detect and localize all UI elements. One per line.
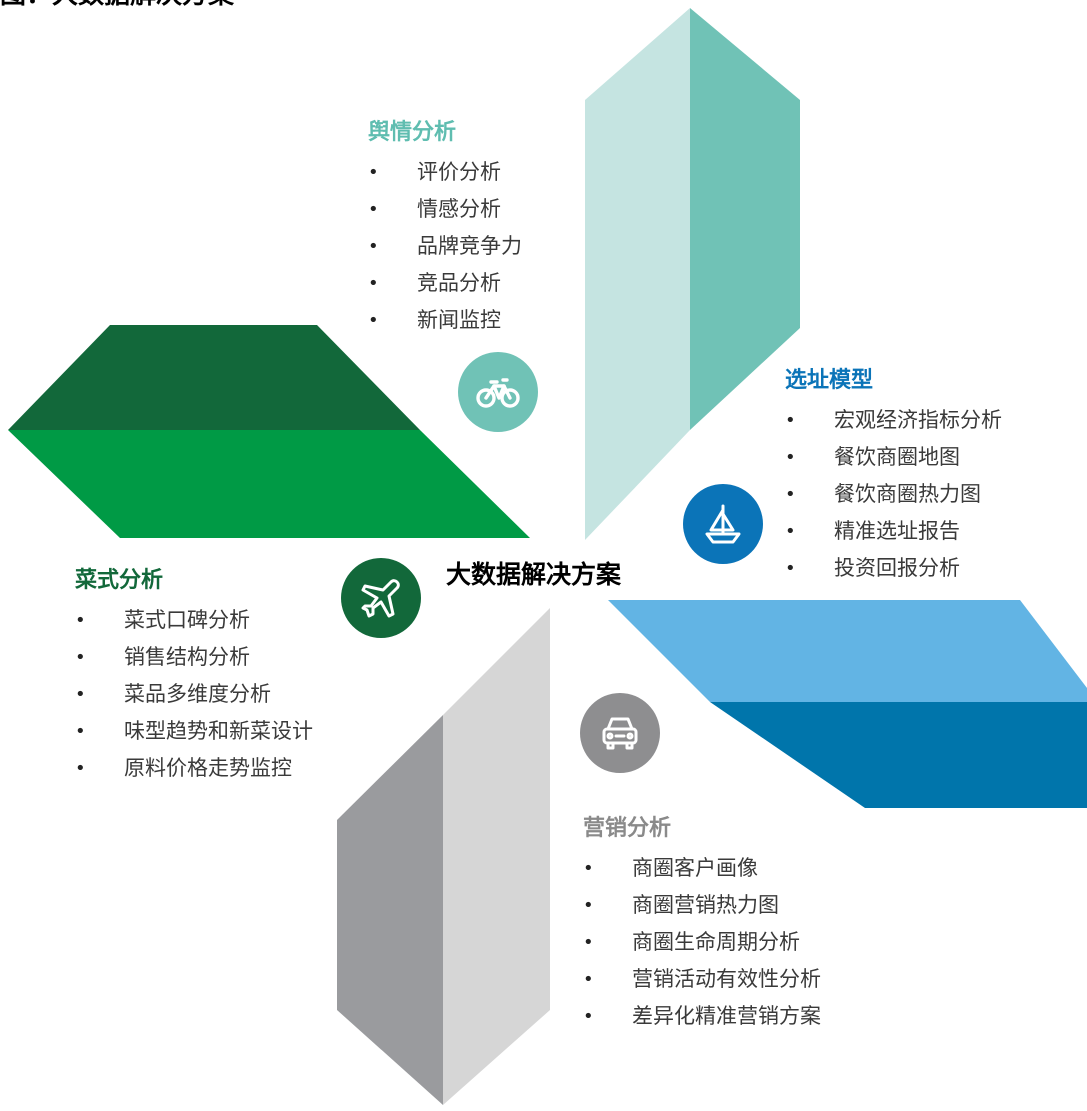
airplane-icon — [361, 579, 400, 618]
sentiment-list: 评价分析 情感分析 品牌竞争力 竞品分析 新闻监控 — [368, 154, 522, 339]
list-item: 商圈营销热力图 — [583, 887, 821, 924]
sentiment-title: 舆情分析 — [368, 120, 457, 145]
sentiment-group: 舆情分析 评价分析 情感分析 品牌竞争力 竞品分析 新闻监控 — [368, 118, 522, 339]
site-blade-dark — [710, 702, 1087, 808]
page-title: 图：大数据解决方案 — [0, 0, 360, 8]
list-item: 精准选址报告 — [785, 513, 1002, 550]
list-item: 品牌竞争力 — [368, 228, 522, 265]
site-icon-badge — [683, 484, 763, 564]
list-item: 情感分析 — [368, 191, 522, 228]
sentiment-icon-badge — [458, 352, 538, 432]
dish-group: 菜式分析 菜式口碑分析 销售结构分析 菜品多维度分析 味型趋势和新菜设计 原料价… — [75, 566, 313, 787]
site-list: 宏观经济指标分析 餐饮商圈地图 餐饮商圈热力图 精准选址报告 投资回报分析 — [785, 402, 1002, 587]
list-item: 评价分析 — [368, 154, 522, 191]
site-group: 选址模型 宏观经济指标分析 餐饮商圈地图 餐饮商圈热力图 精准选址报告 投资回报… — [785, 366, 1002, 587]
list-item: 营销活动有效性分析 — [583, 961, 821, 998]
marketing-blade-light — [443, 608, 550, 1105]
list-item: 宏观经济指标分析 — [785, 402, 1002, 439]
list-item: 销售结构分析 — [75, 639, 313, 676]
list-item: 竞品分析 — [368, 265, 522, 302]
list-item: 菜式口碑分析 — [75, 602, 313, 639]
list-item: 菜品多维度分析 — [75, 676, 313, 713]
sailboat-icon — [705, 504, 741, 544]
dish-list: 菜式口碑分析 销售结构分析 菜品多维度分析 味型趋势和新菜设计 原料价格走势监控 — [75, 602, 313, 787]
list-item: 原料价格走势监控 — [75, 750, 313, 787]
dish-blade-dark — [8, 325, 420, 430]
marketing-title: 营销分析 — [583, 816, 672, 841]
list-item: 商圈生命周期分析 — [583, 924, 821, 961]
marketing-group: 营销分析 商圈客户画像 商圈营销热力图 商圈生命周期分析 营销活动有效性分析 差… — [583, 814, 821, 1035]
bicycle-icon — [476, 378, 520, 408]
marketing-blade-dark — [337, 715, 443, 1105]
car-icon — [602, 717, 638, 750]
dish-title: 菜式分析 — [75, 568, 164, 593]
center-title: 大数据解决方案 — [446, 560, 622, 589]
page-title-clip: 图：大数据解决方案 — [0, 0, 360, 10]
list-item: 新闻监控 — [368, 302, 522, 339]
list-item: 商圈客户画像 — [583, 850, 821, 887]
dish-icon-badge — [341, 558, 421, 638]
list-item: 投资回报分析 — [785, 550, 1002, 587]
dish-blade-light — [8, 430, 530, 538]
marketing-list: 商圈客户画像 商圈营销热力图 商圈生命周期分析 营销活动有效性分析 差异化精准营… — [583, 850, 821, 1035]
list-item: 差异化精准营销方案 — [583, 998, 821, 1035]
marketing-icon-badge — [580, 693, 660, 773]
list-item: 餐饮商圈热力图 — [785, 476, 1002, 513]
sentiment-blade-light — [585, 8, 690, 540]
list-item: 味型趋势和新菜设计 — [75, 713, 313, 750]
site-title: 选址模型 — [785, 368, 874, 393]
sentiment-blade-dark — [690, 8, 800, 430]
site-blade-light — [608, 600, 1087, 702]
list-item: 餐饮商圈地图 — [785, 439, 1002, 476]
